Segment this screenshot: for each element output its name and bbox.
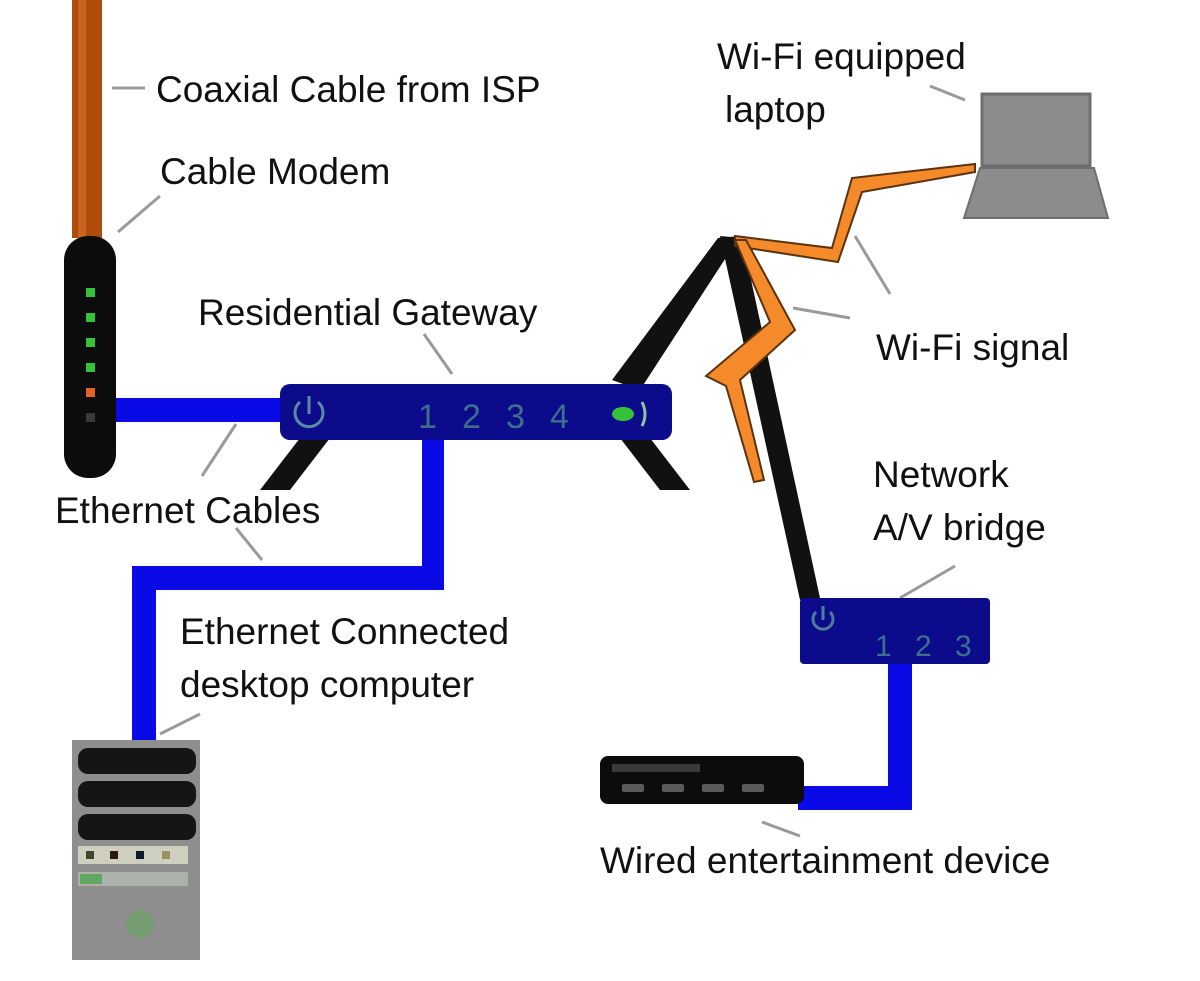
gateway-leg-left <box>260 438 330 490</box>
leader-wifi-1 <box>853 235 892 295</box>
gateway-port-2: 2 <box>462 398 481 436</box>
modem-led-green <box>86 288 95 297</box>
leader-gateway <box>422 333 454 375</box>
ethernet-entertainment-horizontal <box>798 786 912 810</box>
leader-wifi-2 <box>792 306 851 320</box>
entertainment-body <box>600 756 804 804</box>
leader-modem <box>117 194 161 234</box>
entertainment-slot <box>622 784 644 792</box>
entertainment-display <box>612 764 700 772</box>
bridge-body <box>800 598 990 664</box>
wireless-led-icon <box>612 401 647 427</box>
wired-entertainment-device <box>600 756 804 804</box>
label-modem: Cable Modem <box>160 151 390 192</box>
leader-desktop <box>159 712 201 736</box>
gateway-antennas <box>260 236 820 600</box>
entertainment-slots <box>622 784 764 792</box>
label-laptop-line2: laptop <box>725 89 826 130</box>
label-gateway: Residential Gateway <box>198 292 538 333</box>
modem-led-green <box>86 313 95 322</box>
modem-leds <box>86 288 95 422</box>
port-c <box>136 851 144 859</box>
ethernet-cables <box>108 398 912 810</box>
wifi-laptop <box>962 92 1110 219</box>
modem-led-off <box>86 413 95 422</box>
port-b <box>110 851 118 859</box>
ethernet-desktop-vertical <box>132 566 156 746</box>
leader-laptop <box>929 84 966 102</box>
label-ethernet-cables: Ethernet Cables <box>55 490 320 531</box>
ethernet-bridge-down <box>888 660 912 810</box>
label-bridge-line2: A/V bridge <box>873 507 1046 548</box>
coax-cable <box>72 0 102 238</box>
leader-ethernet-2 <box>234 527 264 561</box>
gateway-port-3: 3 <box>506 398 525 436</box>
port-a <box>86 851 94 859</box>
label-wifi-signal: Wi-Fi signal <box>876 327 1069 368</box>
desktop-tower <box>72 740 200 960</box>
gateway-leg-right <box>620 438 690 490</box>
gateway-antenna-left <box>612 236 740 390</box>
power-icon <box>293 396 325 429</box>
activity-led <box>80 874 102 884</box>
front-panel <box>78 846 188 864</box>
leader-lines <box>112 84 966 838</box>
leader-bridge <box>899 564 956 600</box>
label-entertainment: Wired entertainment device <box>600 840 1050 881</box>
label-desktop-line1: Ethernet Connected <box>180 611 509 652</box>
laptop-screen <box>980 92 1092 168</box>
front-strip <box>78 872 188 886</box>
bridge-port-1: 1 <box>875 630 892 663</box>
label-laptop-line1: Wi-Fi equipped <box>717 36 966 77</box>
bridge-port-3: 3 <box>955 630 972 663</box>
gateway-port-4: 4 <box>550 398 569 436</box>
label-coax: Coaxial Cable from ISP <box>156 69 541 110</box>
drive-bay-1 <box>78 748 196 774</box>
drive-bay-2 <box>78 781 196 807</box>
coax-cable-highlight <box>78 0 86 238</box>
laptop-base <box>962 167 1110 219</box>
modem-body <box>64 236 116 478</box>
leader-ethernet-1 <box>200 423 238 477</box>
gateway-antenna-down <box>720 236 820 600</box>
label-desktop-line2: desktop computer <box>180 664 474 705</box>
leader-entertainment <box>761 820 801 838</box>
bridge-port-2: 2 <box>915 630 932 663</box>
drive-bay-3 <box>78 814 196 840</box>
modem-led-green <box>86 363 95 372</box>
cable-modem <box>64 236 116 478</box>
tower-power-button <box>126 910 154 938</box>
bridge-power-icon <box>811 606 835 631</box>
modem-led-green <box>86 338 95 347</box>
wifi-signal-to-laptop <box>734 162 976 264</box>
label-bridge-line1: Network <box>873 454 1009 495</box>
entertainment-slot <box>742 784 764 792</box>
ethernet-modem-gateway <box>108 398 298 422</box>
entertainment-slot <box>662 784 684 792</box>
wifi-signals <box>704 162 976 484</box>
ethernet-desktop-horizontal <box>132 566 444 590</box>
entertainment-slot <box>702 784 724 792</box>
gateway-body <box>280 384 672 440</box>
ethernet-gateway-down <box>422 440 444 580</box>
gateway-port-1: 1 <box>418 398 437 436</box>
modem-led-orange <box>86 388 95 397</box>
port-d <box>162 851 170 859</box>
wifi-signal-to-bridge <box>704 239 797 484</box>
